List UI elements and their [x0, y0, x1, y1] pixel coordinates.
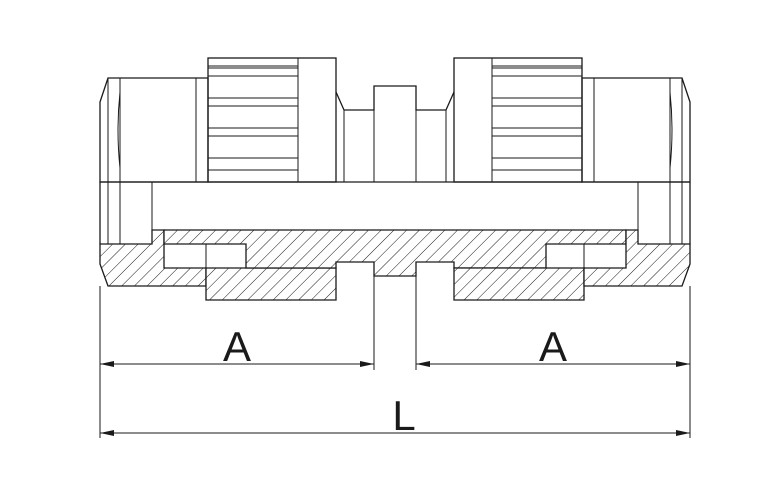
left-body-section	[99, 229, 207, 287]
right-body-section	[583, 229, 691, 287]
dimension-a-right: A	[416, 323, 690, 370]
dimension-a-left: A	[100, 323, 374, 370]
section-view	[99, 181, 691, 301]
left-knurled-nut	[207, 57, 337, 183]
left-nut-section	[205, 267, 337, 301]
dimension-l-label: L	[392, 392, 415, 439]
dimension-lines: A A L	[99, 276, 691, 439]
right-hex-body	[581, 77, 691, 183]
right-knurled-nut	[453, 57, 583, 183]
dimension-a-right-label: A	[539, 323, 567, 370]
right-nut-section	[453, 267, 585, 301]
left-hex-body	[99, 77, 209, 183]
outer-view	[99, 57, 691, 183]
center-connector	[335, 85, 455, 182]
dimension-a-left-label: A	[223, 323, 251, 370]
dimension-l-overall: L	[100, 392, 690, 439]
